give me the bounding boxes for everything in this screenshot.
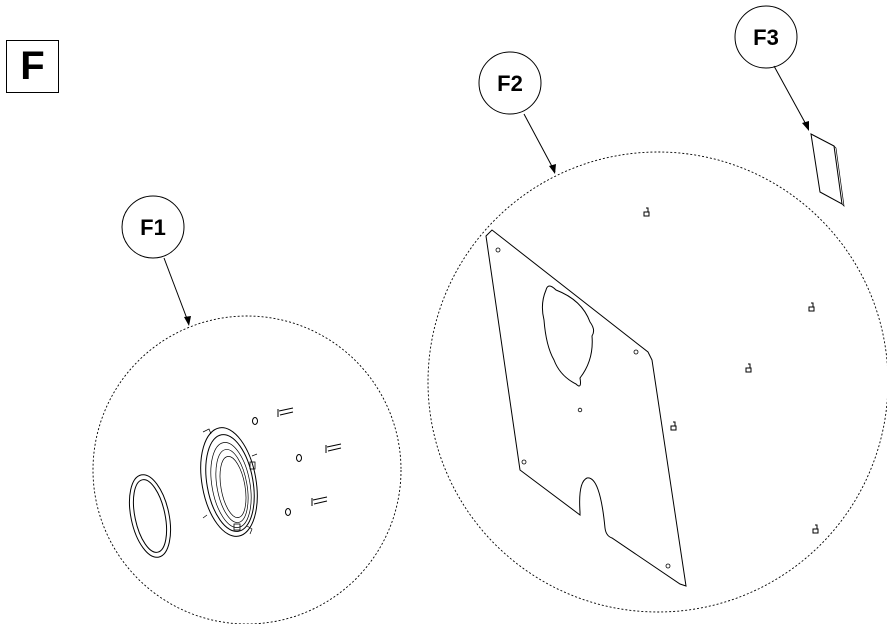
plate-screws [643, 207, 819, 534]
balloon-f1 [121, 195, 185, 259]
balloon-label-f2: F2 [497, 71, 523, 96]
screws-and-nuts [252, 407, 342, 516]
balloon-f3 [734, 5, 798, 69]
callout-f3: F3 [734, 5, 809, 131]
leader-line-f3 [773, 65, 809, 129]
gasket-ring [128, 474, 172, 558]
label-plate [810, 133, 845, 207]
section-label-box: F [6, 40, 59, 93]
flange-plate [200, 427, 258, 537]
balloon-f2 [478, 51, 542, 115]
callout-f2: F2 [427, 51, 887, 613]
detail-circle-f2 [427, 151, 887, 613]
detail-circle-f1 [92, 315, 402, 624]
leader-arrow-f3 [802, 121, 809, 131]
balloon-label-f3: F3 [753, 25, 779, 50]
balloon-label-f1: F1 [140, 215, 166, 240]
leader-line-f1 [163, 257, 190, 325]
leader-arrow-f2 [549, 164, 556, 174]
leader-arrow-f1 [184, 316, 191, 326]
callout-f1: F1 [92, 195, 402, 624]
leader-line-f2 [523, 113, 556, 173]
section-label: F [20, 44, 45, 88]
mounting-plate [485, 229, 687, 587]
